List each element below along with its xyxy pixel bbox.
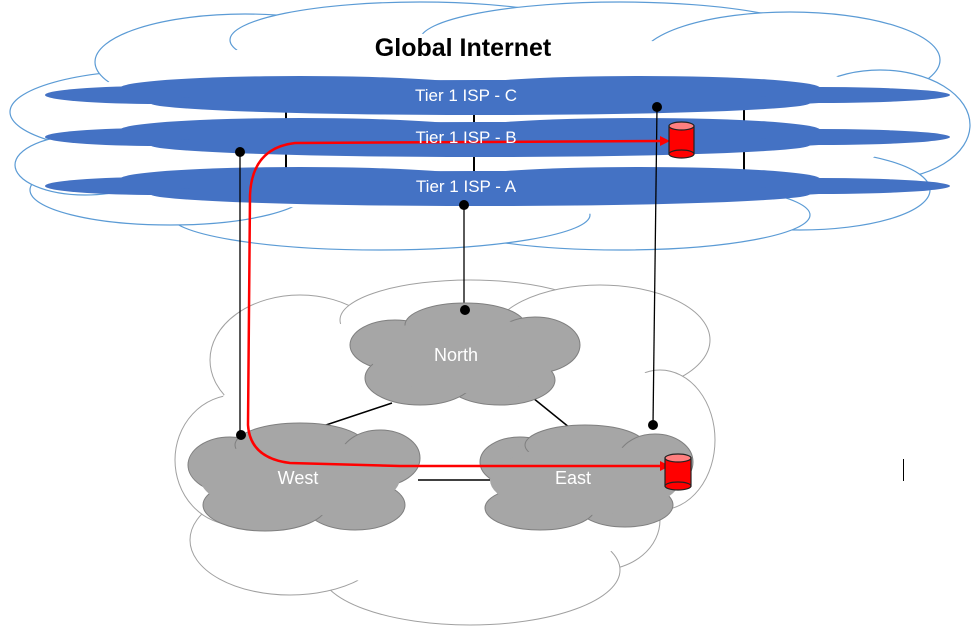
diagram-title: Global Internet	[375, 34, 552, 62]
uplink-lines	[239, 106, 658, 435]
east-cloud	[479, 424, 694, 531]
north-cloud	[349, 302, 581, 406]
endpoint-dot	[459, 200, 469, 210]
isp-a-label: Tier 1 ISP - A	[416, 177, 517, 196]
endpoint-dot	[460, 305, 470, 315]
isp-a-band	[45, 167, 950, 206]
path-arrowhead-isp-b	[660, 136, 670, 146]
isp-c-band	[45, 76, 950, 115]
west-label: West	[278, 468, 319, 488]
endpoint-dot	[235, 147, 245, 157]
east-label: East	[555, 468, 591, 488]
north-label: North	[434, 345, 478, 365]
endpoint-dots	[235, 102, 662, 440]
endpoint-dot	[652, 102, 662, 112]
endpoint-dot	[648, 420, 658, 430]
isp-c-label: Tier 1 ISP - C	[415, 86, 517, 105]
server-icon	[668, 121, 695, 159]
isp-b-label: Tier 1 ISP - B	[415, 128, 516, 147]
server-icon	[664, 453, 692, 491]
text-cursor	[903, 459, 904, 481]
endpoint-dot	[236, 430, 246, 440]
